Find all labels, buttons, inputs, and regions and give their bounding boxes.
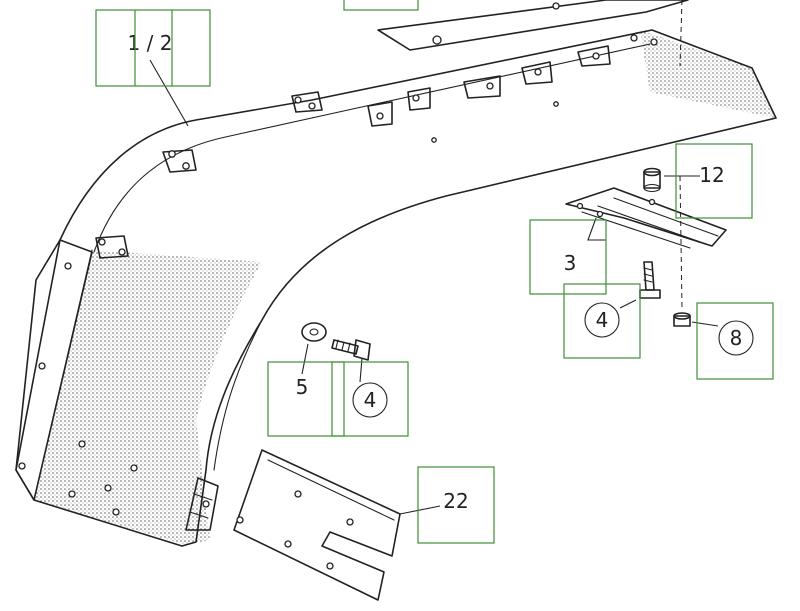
- leader-lines: [149, 59, 719, 515]
- spacer-sleeve: [643, 167, 661, 193]
- hotspot-22[interactable]: [417, 466, 495, 544]
- callout-1-2: 1 / 2: [128, 31, 173, 55]
- hotspot-3[interactable]: [529, 219, 607, 295]
- callout-4-upper: 4: [596, 308, 609, 332]
- hotspot-5[interactable]: [267, 361, 345, 437]
- hotspot-top-partial[interactable]: [343, 0, 419, 11]
- hotspot-4-upper[interactable]: [563, 283, 641, 359]
- bolt-upper: [639, 261, 661, 299]
- mounting-tabs: [95, 45, 611, 259]
- anti-slip-plate: [377, 0, 689, 51]
- callout-12: 12: [699, 163, 724, 187]
- hotspot-8[interactable]: [696, 302, 774, 380]
- callout-4-lower: 4: [364, 388, 377, 412]
- fender-body: [15, 29, 777, 547]
- washer: [301, 322, 327, 342]
- callout-8: 8: [730, 326, 743, 350]
- nut: [673, 312, 691, 327]
- hotspot-1-2[interactable]: [95, 9, 211, 87]
- bolt-lower: [331, 339, 371, 361]
- callout-circle-8: [718, 320, 754, 356]
- mud-flap-plate: [233, 449, 401, 601]
- callout-circle-4-upper: [584, 302, 620, 338]
- callout-circle-4-lower: [352, 382, 388, 418]
- callout-22: 22: [443, 489, 468, 513]
- hotspot-overlays: [95, 9, 774, 544]
- mounting-bracket: [565, 187, 727, 249]
- callout-3: 3: [564, 251, 577, 275]
- hotspot-12[interactable]: [675, 143, 753, 219]
- callout-5: 5: [296, 375, 309, 399]
- hotspot-4-lower[interactable]: [331, 361, 409, 437]
